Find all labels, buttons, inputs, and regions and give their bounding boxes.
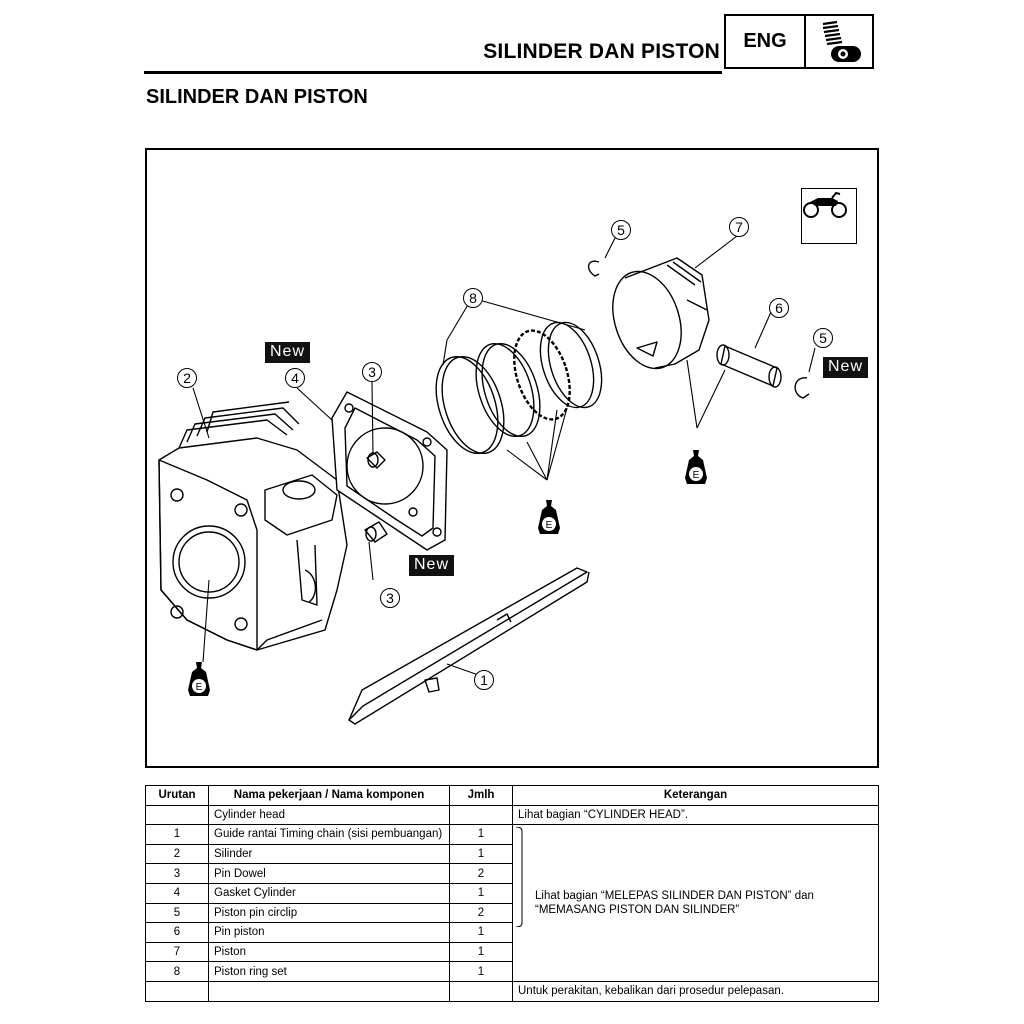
oil-can-icon: E [683, 450, 709, 484]
cell-name: Silinder [208, 843, 450, 865]
callout-3-upper: 3 [362, 362, 382, 382]
new-tag-gasket: New [265, 342, 311, 363]
circlip-drawing [588, 260, 810, 399]
gasket-drawing [331, 391, 448, 551]
header-name: Nama pekerjaan / Nama komponen [208, 785, 450, 806]
oil-can-icon: E [536, 500, 562, 534]
cell-name [208, 980, 450, 1002]
cell-qty: 1 [449, 961, 513, 982]
header-qty: Jmlh [449, 785, 513, 806]
table-footer-row: Untuk perakitan, kebalikan dari prosedur… [145, 980, 879, 1002]
leader-lines [192, 235, 816, 679]
table-row: 4 Gasket Cylinder 1 [145, 882, 879, 904]
section-title: SILINDER DAN PISTON [146, 86, 368, 108]
dowel-pin-drawing [364, 451, 388, 543]
callout-8: 8 [463, 288, 483, 308]
cell-qty: 1 [449, 922, 513, 943]
cell-order: 5 [145, 902, 209, 924]
piston-drawing [612, 257, 710, 370]
callout-5-upper: 5 [611, 220, 631, 240]
merged-note-text: Lihat bagian “MELEPAS SILINDER DAN PISTO… [535, 890, 814, 917]
exploded-diagram: 2 4 3 3 1 8 5 7 6 5 New New New E E E [145, 148, 879, 768]
piston-pin-drawing [716, 344, 782, 388]
header-order: Urutan [145, 785, 209, 806]
cell-qty [449, 980, 513, 1002]
cell-order [145, 980, 209, 1002]
new-tag-circlip: New [823, 357, 869, 378]
cell-name: Pin Dowel [208, 863, 450, 884]
cell-qty: 1 [449, 843, 513, 865]
brace-icon [516, 827, 524, 927]
piston-ring-drawing [435, 321, 603, 455]
cell-qty: 2 [449, 902, 513, 924]
cell-qty: 1 [449, 941, 513, 963]
cell-order: 3 [145, 863, 209, 884]
table-row: 8 Piston ring set 1 [145, 961, 879, 982]
cell-qty [449, 804, 513, 826]
callout-7: 7 [729, 217, 749, 237]
cell-merged-note: Lihat bagian “MELEPAS SILINDER DAN PISTO… [512, 824, 879, 982]
table-row: Cylinder head Lihat bagian “CYLINDER HEA… [145, 804, 879, 826]
oil-mark-label: E [546, 520, 553, 531]
new-tag-dowel: New [409, 555, 455, 576]
cell-qty: 2 [449, 863, 513, 884]
cell-order: 6 [145, 922, 209, 943]
parts-table: Urutan Nama pekerjaan / Nama komponen Jm… [145, 785, 879, 1002]
eng-label: ENG [726, 16, 806, 67]
table-header-row: Urutan Nama pekerjaan / Nama komponen Jm… [145, 785, 879, 806]
callout-5-lower: 5 [813, 328, 833, 348]
cell-name: Piston ring set [208, 961, 450, 982]
oil-can-icon: E [186, 662, 212, 696]
chapter-title: SILINDER DAN PISTON [483, 40, 720, 63]
cell-name: Guide rantai Timing chain (sisi pembuang… [208, 824, 450, 845]
cell-qty: 1 [449, 824, 513, 845]
cell-order: 7 [145, 941, 209, 963]
cell-name: Cylinder head [208, 804, 450, 826]
cell-name: Piston pin circlip [208, 902, 450, 924]
header-rule [144, 71, 722, 74]
header-note: Keterangan [512, 785, 879, 806]
table-row: 1 Guide rantai Timing chain (sisi pembua… [145, 824, 879, 982]
cell-name: Gasket Cylinder [208, 882, 450, 904]
callout-6: 6 [769, 298, 789, 318]
callout-3-lower: 3 [380, 588, 400, 608]
cylinder-drawing [158, 401, 348, 651]
oil-mark-label: E [693, 470, 700, 481]
cell-order: 1 [145, 824, 209, 845]
chain-guide-drawing [348, 567, 590, 725]
cell-order: 4 [145, 882, 209, 904]
table-row: 3 Pin Dowel 2 [145, 863, 879, 884]
eng-tag: ENG [724, 14, 874, 69]
cell-order [145, 804, 209, 826]
cell-name: Piston [208, 941, 450, 963]
callout-4: 4 [285, 368, 305, 388]
cell-name: Pin piston [208, 922, 450, 943]
oil-mark-label: E [196, 682, 203, 693]
cell-order: 2 [145, 843, 209, 865]
cell-qty: 1 [449, 882, 513, 904]
table-row: 6 Pin piston 1 [145, 922, 879, 943]
engine-icon [806, 16, 872, 67]
callout-2: 2 [177, 368, 197, 388]
callout-1: 1 [474, 670, 494, 690]
cell-order: 8 [145, 961, 209, 982]
cell-note: Lihat bagian “CYLINDER HEAD”. [512, 804, 879, 826]
exploded-view-drawing [158, 235, 816, 725]
motorcycle-icon [801, 188, 857, 244]
footer-note: Untuk perakitan, kebalikan dari prosedur… [512, 980, 879, 1002]
